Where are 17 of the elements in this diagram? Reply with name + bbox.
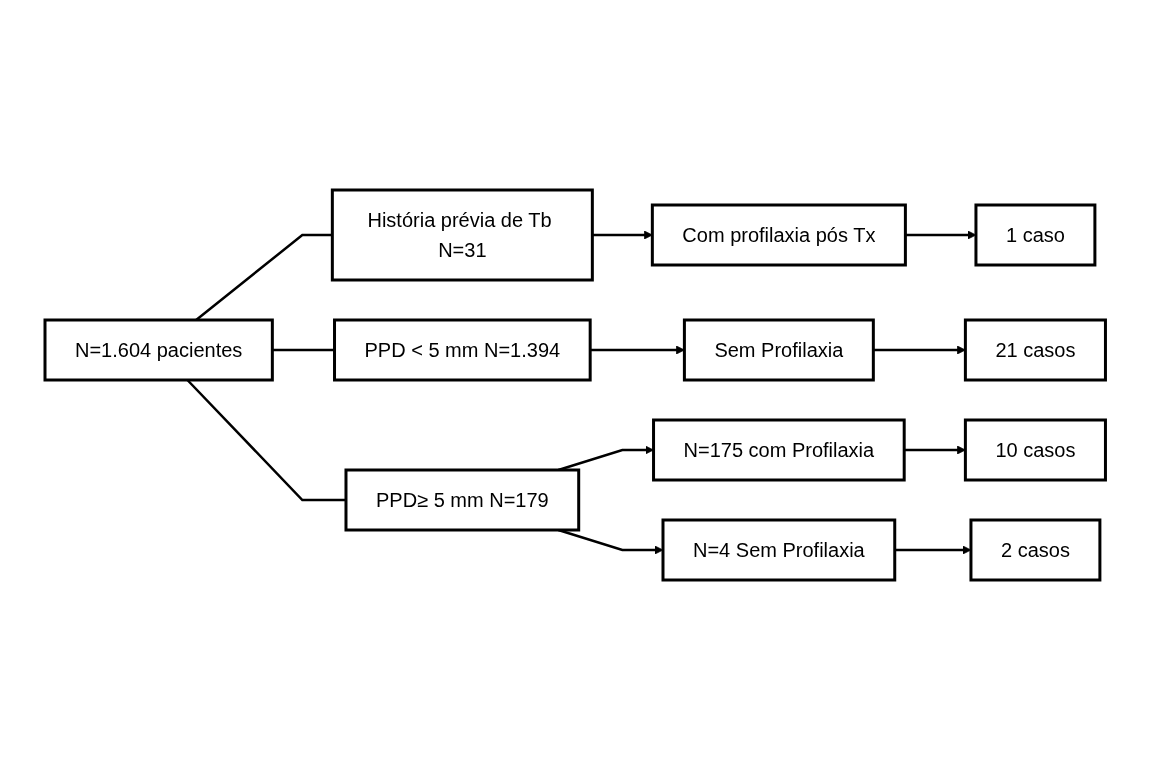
node-box: N=4 Sem Profilaxia	[661, 518, 897, 582]
node-box: PPD < 5 mm N=1.394	[333, 318, 592, 382]
arrow	[905, 230, 977, 240]
node-box: 1 caso	[974, 203, 1097, 267]
node-box: N=175 com Profilaxia	[652, 418, 906, 482]
node-box: PPD≥ 5 mm N=179	[344, 468, 581, 532]
arrow	[895, 545, 972, 555]
node-box: 2 casos	[969, 518, 1102, 582]
connector	[272, 348, 335, 352]
node-box: 10 casos	[964, 418, 1108, 482]
arrow	[592, 230, 653, 240]
node-box: 21 casos	[964, 318, 1108, 382]
node-box: Com profilaxia pós Tx	[651, 203, 908, 267]
connector	[195, 233, 333, 321]
node-box: Sem Profilaxia	[683, 318, 876, 382]
node-box: N=1.604 pacientes	[43, 318, 275, 382]
node-box: História prévia de Tb N=31	[331, 188, 595, 282]
